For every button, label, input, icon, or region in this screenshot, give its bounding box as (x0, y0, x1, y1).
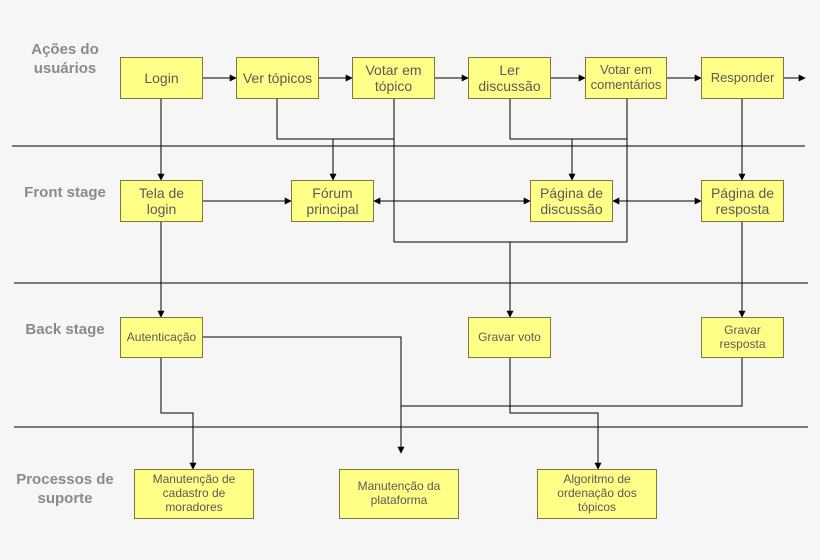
box-ler-discussao: Ler discussão (468, 57, 551, 99)
box-responder: Responder (701, 57, 784, 99)
arrow-ler-discussao-pagina (509, 99, 576, 181)
box-gravar-voto: Gravar voto (468, 317, 551, 358)
box-algoritmo: Algoritmo de ordenação dos tópicos (537, 469, 657, 519)
box-manutencao-cadastro: Manutenção de cadastro de moradores (134, 469, 254, 519)
lane-label-acoes: Ações do usuários (31, 41, 99, 77)
box-manutencao-plataforma: Manutenção da plataforma (339, 469, 459, 519)
box-votar-comentarios: Votar em comentários (585, 57, 667, 99)
box-login: Login (120, 57, 203, 99)
box-pagina-resposta: Página de resposta (701, 180, 784, 222)
box-gravar-resposta: Gravar resposta (701, 317, 784, 358)
box-autenticacao: Autenticação (120, 317, 203, 358)
arrow-ver-topicos-forum (276, 99, 337, 181)
lane-label-front: Front stage (24, 184, 106, 201)
arrow-autenticacao-manutencao-cadastro (160, 358, 197, 470)
lane-label-back: Back stage (25, 321, 105, 338)
box-tela-login: Tela de login (120, 180, 203, 222)
arrow-autenticacao-manutencao-plataforma (203, 336, 405, 454)
box-forum-principal: Fórum principal (291, 180, 374, 222)
connector-gravar-resposta-plataforma (401, 358, 743, 407)
box-ver-topicos: Ver tópicos (236, 57, 319, 99)
box-pagina-discussao: Página de discussão (530, 180, 613, 222)
lane-label-suporte: Processos de suporte (16, 471, 114, 507)
box-votar-topico: Votar em tópico (352, 57, 435, 99)
arrow-gravar-voto-algoritmo (509, 358, 602, 470)
